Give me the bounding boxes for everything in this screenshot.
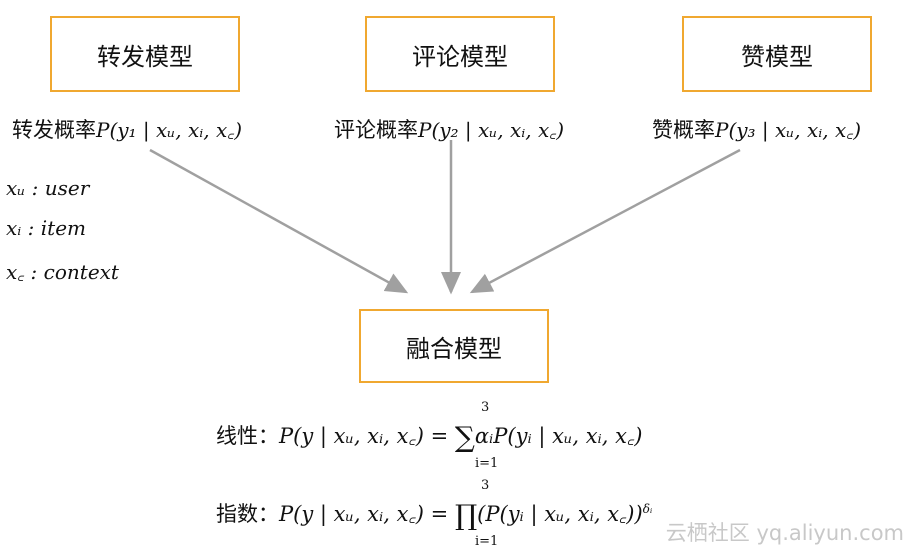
legend-item: xᵢ : item bbox=[6, 216, 86, 240]
fusion-model-label: 融合模型 bbox=[406, 334, 502, 363]
exponential-formula: 指数：P(y | xᵤ, xᵢ, x꜀) = ∏(P(yᵢ | xᵤ, xᵢ, … bbox=[216, 498, 652, 532]
like-probability-label: 赞概率 bbox=[652, 118, 715, 142]
forward-probability-label: 转发概率 bbox=[12, 118, 96, 142]
linear-formula-label: 线性： bbox=[216, 424, 279, 448]
exponential-formula-power: δᵢ bbox=[642, 502, 653, 516]
linear-formula-rhs: αᵢP(yᵢ | xᵤ, xᵢ, x꜀) bbox=[474, 424, 643, 448]
forward-probability-expr: P(y₁ | xᵤ, xᵢ, x꜀) bbox=[96, 118, 243, 142]
arrow-like-to-fusion bbox=[469, 148, 741, 294]
exponential-formula-rhs: (P(yᵢ | xᵤ, xᵢ, x꜀)) bbox=[477, 502, 643, 526]
fusion-model-box: 融合模型 bbox=[359, 309, 549, 383]
exponential-formula-lhs: P(y | xᵤ, xᵢ, x꜀) = bbox=[279, 502, 449, 526]
linear-formula: 线性：P(y | xᵤ, xᵢ, x꜀) = ∑αᵢP(yᵢ | xᵤ, xᵢ,… bbox=[216, 420, 642, 454]
forward-model-box: 转发模型 bbox=[50, 16, 240, 92]
sum-upper-limit: 3 bbox=[481, 400, 490, 415]
watermark: 云栖社区 yq.aliyun.com bbox=[665, 521, 904, 545]
linear-formula-lhs: P(y | xᵤ, xᵢ, x꜀) = bbox=[279, 424, 449, 448]
exponential-formula-label: 指数： bbox=[216, 502, 279, 526]
like-probability-expr: P(y₃ | xᵤ, xᵢ, x꜀) bbox=[715, 118, 862, 142]
comment-model-label: 评论模型 bbox=[412, 42, 508, 71]
product-symbol: ∏ bbox=[454, 498, 478, 532]
legend-user: xᵤ : user bbox=[6, 176, 90, 200]
comment-probability: 评论概率P(y₂ | xᵤ, xᵢ, x꜀) bbox=[334, 114, 564, 144]
like-model-box: 赞模型 bbox=[682, 16, 872, 92]
like-probability: 赞概率P(y₃ | xᵤ, xᵢ, x꜀) bbox=[652, 114, 861, 144]
like-model-label: 赞模型 bbox=[741, 42, 813, 71]
sum-lower-limit: i=1 bbox=[475, 456, 499, 471]
sum-symbol: ∑ bbox=[454, 420, 475, 454]
legend-context: x꜀ : context bbox=[6, 260, 119, 284]
comment-probability-label: 评论概率 bbox=[334, 118, 418, 142]
arrow-forward-to-fusion bbox=[149, 148, 409, 294]
comment-model-box: 评论模型 bbox=[365, 16, 555, 92]
product-lower-limit: i=1 bbox=[475, 534, 499, 549]
comment-probability-expr: P(y₂ | xᵤ, xᵢ, x꜀) bbox=[418, 118, 565, 142]
product-upper-limit: 3 bbox=[481, 478, 490, 493]
forward-probability: 转发概率P(y₁ | xᵤ, xᵢ, x꜀) bbox=[12, 114, 242, 144]
forward-model-label: 转发模型 bbox=[97, 42, 193, 71]
